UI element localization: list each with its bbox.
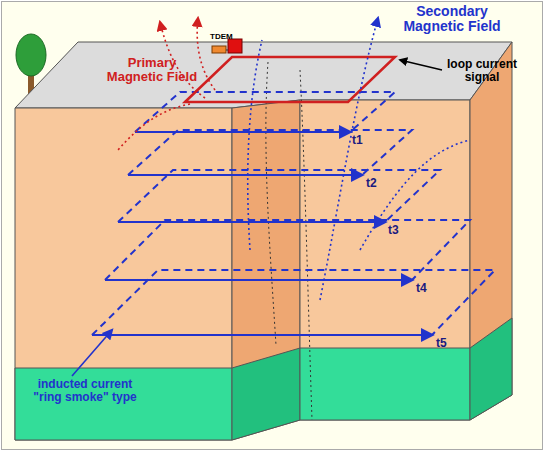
induced-loop xyxy=(92,334,432,336)
primary-field-line xyxy=(197,18,215,90)
induced-loop xyxy=(105,279,412,281)
secondary-field-line xyxy=(248,40,262,250)
induced-loop xyxy=(118,221,385,223)
field-label: Primary Magnetic Field xyxy=(102,56,202,85)
leader-line xyxy=(400,60,442,70)
wire xyxy=(226,50,228,51)
induced-loop xyxy=(128,130,412,175)
callout-label: inducted current "ring smoke" type xyxy=(24,378,146,404)
time-label: t5 xyxy=(436,337,460,350)
time-label: t4 xyxy=(416,282,440,295)
time-label: t1 xyxy=(352,134,376,147)
transmitter-loop xyxy=(185,57,395,102)
front-face xyxy=(15,108,232,440)
time-label: t2 xyxy=(366,177,390,190)
notch-face xyxy=(232,100,300,440)
primary-field-line xyxy=(118,104,190,150)
side-face xyxy=(470,42,512,420)
secondary-field-line xyxy=(320,18,378,300)
induced-loop xyxy=(118,170,440,222)
secondary-field-line xyxy=(360,140,470,250)
callout-label: loop current signal xyxy=(440,58,524,84)
instrument-label: TDEM xyxy=(210,33,244,42)
induced-loop xyxy=(92,270,495,335)
leader-line xyxy=(72,330,112,376)
field-line xyxy=(266,62,276,345)
ground-surface xyxy=(15,42,512,108)
tdem-unit xyxy=(228,39,242,53)
tree-crown xyxy=(16,34,46,76)
time-label: t3 xyxy=(388,224,412,237)
induced-loop xyxy=(128,174,362,176)
conductive-layer xyxy=(300,348,470,420)
conductive-layer xyxy=(470,318,512,420)
field-line xyxy=(300,70,312,420)
front-face xyxy=(300,100,470,420)
conductive-layer xyxy=(232,348,300,440)
field-label: Secondary Magnetic Field xyxy=(386,4,518,35)
tdem-unit xyxy=(212,46,226,53)
induced-loop xyxy=(135,131,350,133)
conductive-layer xyxy=(15,368,232,440)
